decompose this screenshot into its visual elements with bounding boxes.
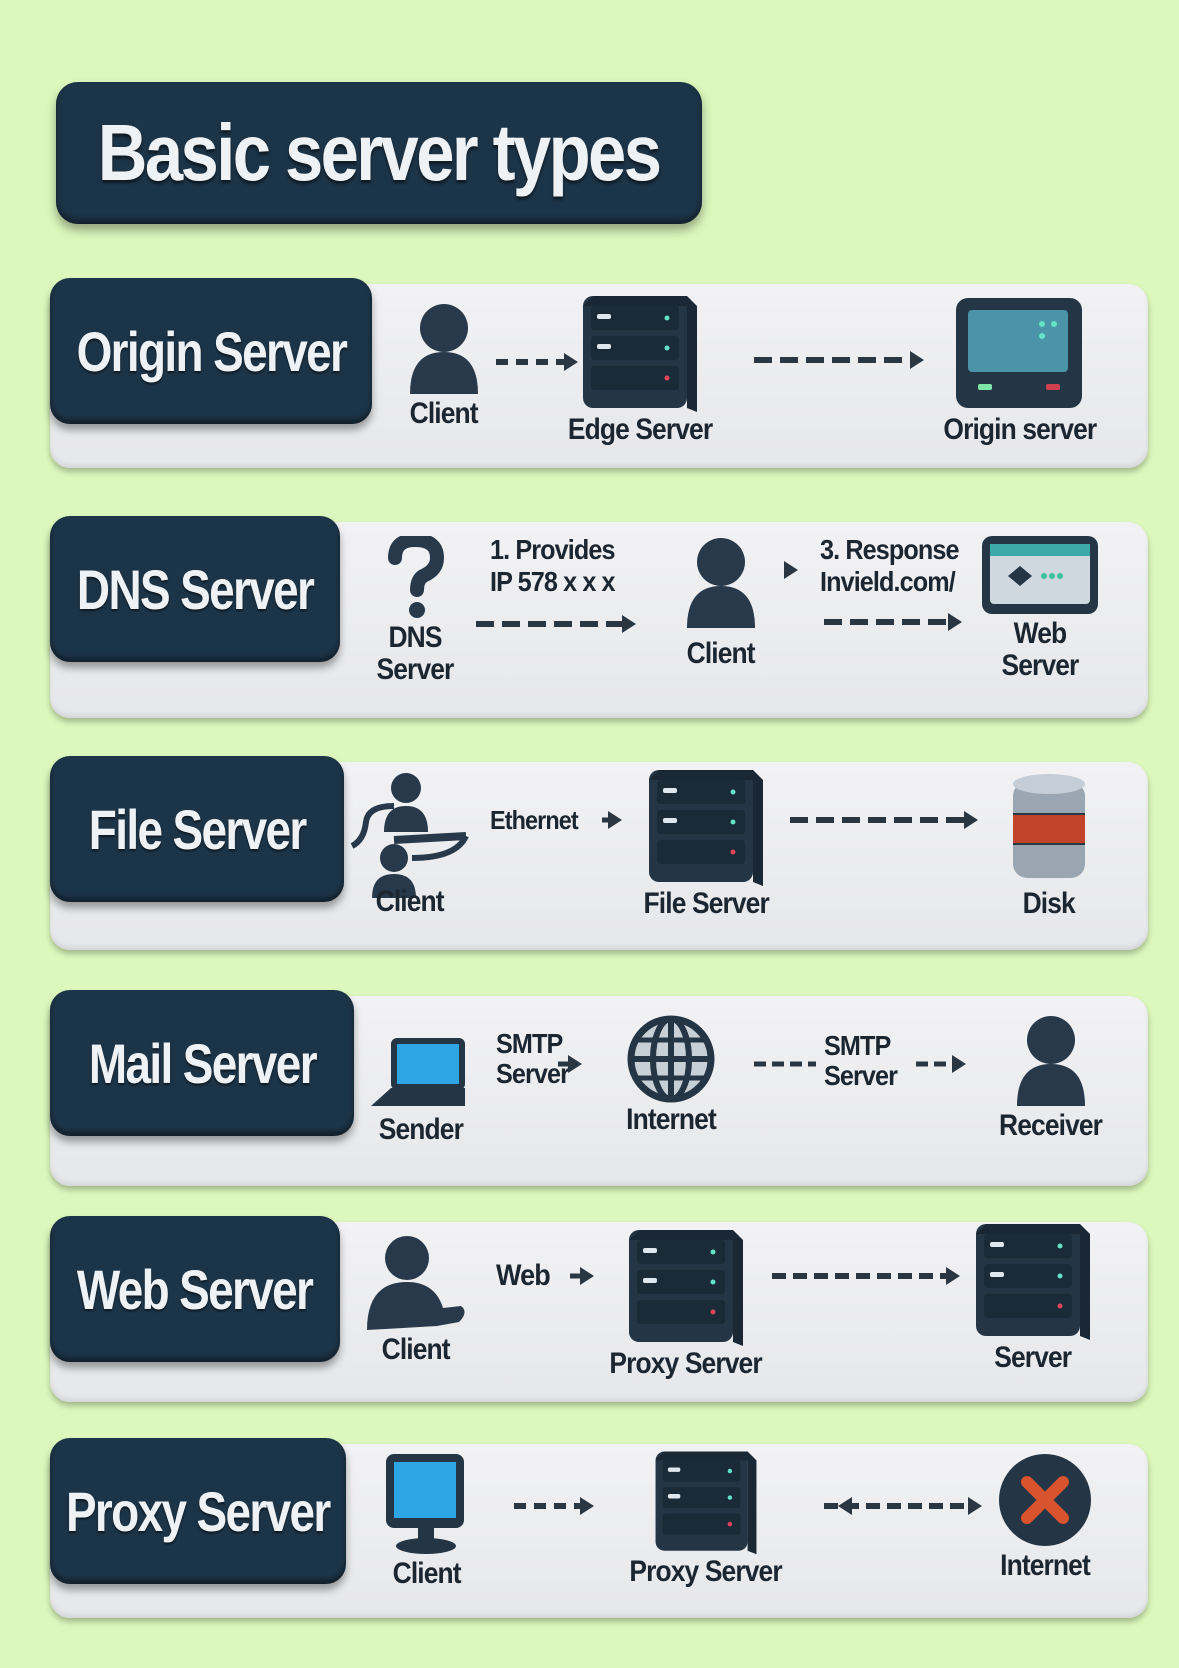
node-receiver: Receiver [986, 1014, 1116, 1142]
row-label: Proxy Server [66, 1479, 331, 1543]
node-caption: File Server [643, 887, 769, 920]
row-mail-server: Mail Server Sender SMTP Server Internet … [50, 990, 1148, 1186]
node-client: Client [372, 1450, 482, 1590]
row-label: File Server [88, 797, 307, 861]
server-rack-icon [583, 296, 697, 412]
row-label: Mail Server [88, 1031, 317, 1095]
web-link-label: Web [496, 1259, 551, 1292]
node-caption: DNS Server [376, 621, 455, 686]
row-label: DNS Server [76, 557, 315, 621]
server-rack-icon [629, 1230, 743, 1346]
node-caption: Internet [1000, 1549, 1091, 1582]
node-server: Server [968, 1220, 1098, 1374]
node-caption: Receiver [999, 1109, 1103, 1142]
node-client: Client [340, 770, 480, 918]
node-caption: Proxy Server [609, 1347, 763, 1380]
node-caption: Sender [378, 1113, 464, 1146]
row-label-box: Web Server [50, 1216, 340, 1362]
row-proxy-server: Proxy Server Client Proxy Server Interne… [50, 1438, 1148, 1618]
dashed-arrow-icon [496, 353, 578, 371]
server-rack-icon [976, 1224, 1090, 1340]
node-caption: Client [409, 397, 479, 430]
bidirectional-arrow-icon [824, 1497, 982, 1515]
monitor-icon [386, 1454, 464, 1554]
node-sender: Sender [366, 1034, 476, 1146]
step-3-line-1: 3. Response [820, 534, 959, 565]
node-internet: Internet [990, 1450, 1100, 1582]
node-caption: Web Server [1001, 617, 1080, 682]
node-web-server: Web Server [970, 532, 1110, 682]
arrowhead-icon [558, 1055, 582, 1073]
row-label-box: Origin Server [50, 278, 372, 424]
node-internet: Internet [596, 1014, 746, 1136]
row-label: Web Server [77, 1257, 314, 1321]
title-banner: Basic server types [56, 82, 702, 224]
server-rack-icon [655, 1451, 757, 1555]
node-proxy-server: Proxy Server [586, 1226, 786, 1380]
row-label-box: DNS Server [50, 516, 340, 662]
node-caption: Origin server [943, 413, 1098, 446]
row-origin-server: Origin Server Client Edge Server Origin … [50, 278, 1148, 468]
smtp-label-2-line-2: Server [824, 1060, 898, 1091]
node-caption: Internet [626, 1103, 717, 1136]
person-icon [410, 304, 478, 394]
arrowhead-icon [570, 1267, 594, 1285]
step-3-line-2: Invield.com/ [820, 566, 956, 597]
node-dns-server: DNS Server [360, 536, 470, 686]
node-disk: Disk [994, 772, 1104, 920]
dashed-arrow-icon [772, 1267, 960, 1285]
row-file-server: File Server Client Ethernet File Server … [50, 756, 1148, 950]
arrowhead-icon [784, 561, 798, 579]
disk-icon [1013, 774, 1085, 878]
node-caption: Client [392, 1557, 462, 1590]
node-caption: Edge Server [567, 413, 713, 446]
blocked-x-icon [999, 1454, 1091, 1546]
node-proxy-server: Proxy Server [606, 1448, 806, 1588]
node-edge-server: Edge Server [560, 292, 720, 446]
row-label: Origin Server [76, 319, 347, 383]
smtp-label-2-line-1: SMTP [824, 1030, 891, 1061]
node-caption: Client [375, 885, 445, 918]
row-label-box: Mail Server [50, 990, 354, 1136]
node-caption: Client [381, 1333, 451, 1366]
node-caption: Server [994, 1341, 1073, 1374]
dashed-arrow-icon [754, 351, 924, 369]
node-client: Client [356, 1234, 476, 1366]
row-label-box: Proxy Server [50, 1438, 346, 1584]
dashed-arrow-icon [916, 1055, 966, 1073]
web-browser-icon [982, 536, 1098, 614]
node-client: Client [394, 302, 494, 430]
node-file-server: File Server [626, 766, 786, 920]
step-1-line-2: IP 578 x x x [490, 566, 616, 597]
ethernet-link-label: Ethernet [490, 805, 579, 835]
arrowhead-icon [602, 811, 622, 829]
row-dns-server: DNS Server DNS Server 1. Provides IP 578… [50, 516, 1148, 718]
server-monitor-icon [956, 298, 1082, 408]
row-web-server: Web Server Client Web Proxy Server Serve… [50, 1216, 1148, 1402]
dashed-arrow-icon [514, 1497, 594, 1515]
smtp-label-1-line-2: Server [496, 1058, 570, 1089]
person-icon [1017, 1016, 1085, 1106]
node-caption: Disk [1022, 887, 1076, 920]
person-icon [367, 1236, 465, 1330]
row-label-box: File Server [50, 756, 344, 902]
dashed-arrow-icon [790, 811, 978, 829]
question-mark-icon [388, 536, 445, 618]
globe-icon [627, 1015, 715, 1103]
smtp-label-1-line-1: SMTP [496, 1028, 563, 1059]
server-rack-icon [649, 770, 763, 886]
step-1-line-1: 1. Provides [490, 534, 615, 565]
person-icon [687, 538, 755, 628]
node-caption: Client [686, 637, 756, 670]
dashed-arrow-icon [824, 613, 962, 631]
dashed-arrow-icon [476, 615, 636, 633]
users-icon [350, 773, 469, 898]
node-client: Client [666, 536, 776, 670]
node-caption: Proxy Server [629, 1555, 783, 1588]
dashed-line-icon [754, 1061, 816, 1067]
node-origin-server: Origin server [930, 292, 1110, 446]
laptop-icon [371, 1038, 465, 1106]
page-title: Basic server types [98, 108, 662, 197]
